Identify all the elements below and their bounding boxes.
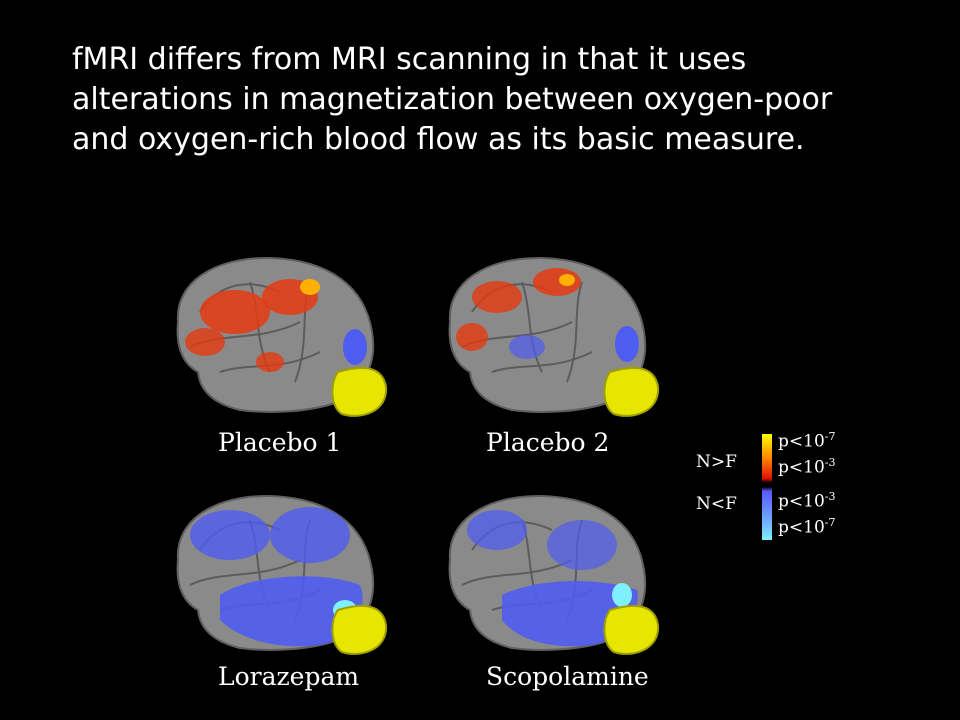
legend-threshold: p<10-7 bbox=[778, 516, 836, 538]
caption-lorazepam: Lorazepam bbox=[218, 662, 360, 691]
legend-group-negative: N<F bbox=[696, 494, 737, 514]
brain-scan-placebo-1 bbox=[160, 252, 400, 432]
fmri-figure: Placebo 1 Placebo 2 Lorazepam bbox=[160, 252, 860, 712]
caption-scopolamine: Scopolamine bbox=[486, 662, 649, 691]
brain-scopolamine-image bbox=[448, 494, 660, 655]
legend-group-positive: N>F bbox=[696, 452, 737, 472]
legend-threshold: p<10-7 bbox=[778, 430, 836, 452]
brain-lorazepam-image bbox=[176, 494, 388, 655]
slide-body-text: fMRI differs from MRI scanning in that i… bbox=[72, 42, 833, 157]
legend-color-scale bbox=[762, 434, 772, 540]
brain-placebo-2-image bbox=[448, 256, 660, 417]
brain-scan-placebo-2 bbox=[432, 252, 672, 432]
caption-placebo-2: Placebo 2 bbox=[486, 428, 610, 457]
legend-threshold: p<10-3 bbox=[778, 456, 836, 478]
brain-placebo-1-image bbox=[176, 256, 388, 417]
legend-threshold: p<10-3 bbox=[778, 490, 836, 512]
significance-legend: N>F N<F p<10-7 p<10-3 p<10-3 p<10-7 bbox=[696, 430, 856, 542]
brain-scan-lorazepam bbox=[160, 490, 400, 670]
caption-placebo-1: Placebo 1 bbox=[218, 428, 342, 457]
brain-scan-scopolamine bbox=[432, 490, 672, 670]
